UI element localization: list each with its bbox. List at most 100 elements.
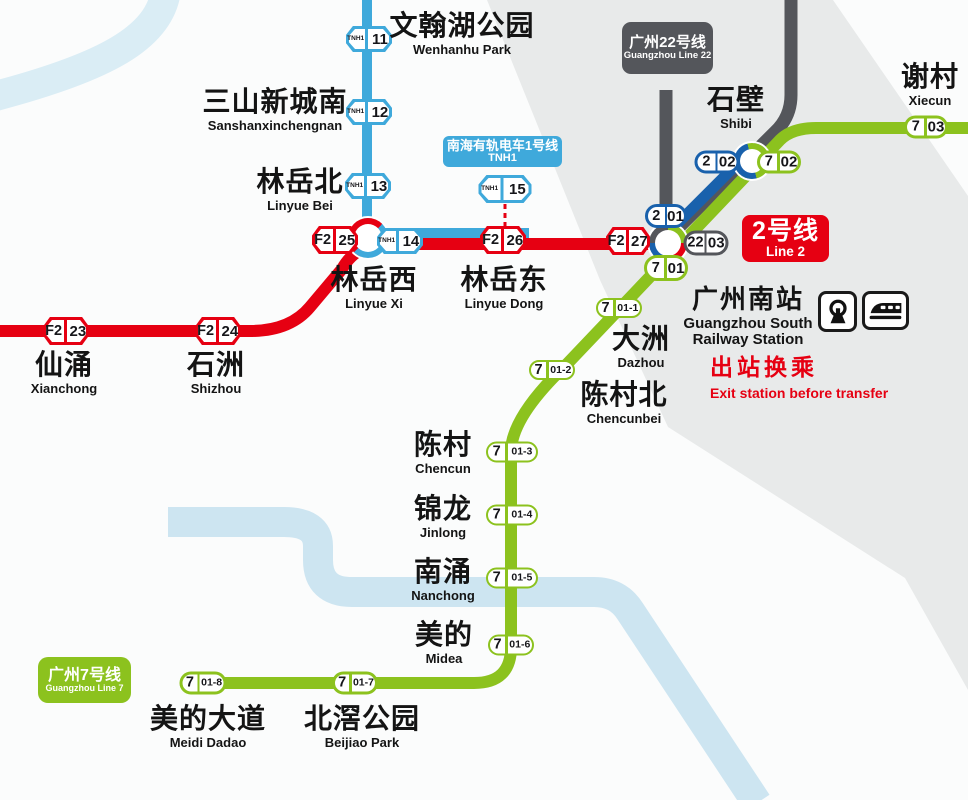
station-badge-7-03: 7 03 [904, 115, 948, 139]
badge-divider [704, 233, 707, 253]
district-area [487, 0, 968, 690]
line2-banner-en: Line 2 [765, 243, 805, 259]
tram-line1-banner: 南海有轨电车1号线 TNH1 [443, 136, 562, 167]
line-river-south [168, 507, 770, 800]
badge-station-number: 01 [667, 259, 685, 277]
tram-banner-cn: 南海有轨电车1号线 [446, 137, 559, 153]
line7-banner-cn: 广州7号线 [48, 666, 121, 684]
badge-line-code: F2 [197, 322, 215, 339]
station-name-cn: 北滘公园 [303, 703, 421, 734]
line22-banner-en: Guangzhou Line 22 [623, 49, 712, 61]
station-name-cn: 锦龙 [413, 493, 473, 524]
badge-divider [664, 258, 667, 278]
badge-divider [365, 26, 368, 52]
badge-divider [505, 443, 508, 461]
station-name-en: Wenhanhu Park [412, 41, 512, 57]
station-name-en: Dazhou [617, 354, 665, 370]
badge-line-code: 2 [702, 153, 711, 170]
station-name-cn: 陈村北 [580, 379, 668, 410]
station-name-en: Beijiao Park [324, 734, 400, 750]
badge-line-code: 7 [764, 153, 773, 170]
station-badge-F2-26: F2 26 [480, 226, 526, 254]
station-name-cn: 仙涌 [34, 349, 94, 380]
badge-divider [626, 227, 629, 255]
badge-station-number: 03 [927, 118, 945, 136]
transfer-note-cn: 出站换乘 [710, 354, 818, 380]
line-line22-curve [663, 0, 798, 243]
badge-line-code: 2 [652, 207, 661, 224]
high-speed-train-icon [862, 291, 909, 330]
station-name-en: Shibi [720, 115, 752, 131]
badge-line-code: 7 [338, 674, 347, 691]
badge-divider [546, 362, 549, 378]
badge-divider [505, 569, 508, 587]
badge-station-number: 01-8 [201, 676, 223, 689]
badge-divider [664, 207, 668, 225]
station-name-cn: 美的大道 [149, 703, 267, 734]
badge-station-number: 13 [370, 177, 388, 195]
badge-divider [924, 118, 927, 136]
station-name-cn: 陈村 [413, 429, 473, 460]
station-name-en: Linyue Bei [267, 197, 333, 213]
badge-line-code: TNH1 [481, 184, 499, 192]
gzsouth-label-en1: Guangzhou South [683, 315, 813, 332]
gzsouth-label-en2: Railway Station [692, 331, 804, 348]
badge-divider [715, 153, 718, 171]
badge-station-number: 01-1 [617, 301, 639, 314]
line7-line-banner: 广州7号线 Guangzhou Line 7 [38, 657, 131, 703]
badge-station-number: 02 [718, 153, 736, 171]
station-name-en: Xianchong [30, 380, 98, 396]
badge-divider [364, 173, 367, 199]
badge-divider [501, 226, 504, 254]
station-badge-TNH1-13: TNH1 13 [345, 173, 391, 199]
badge-line-code: TNH1 [346, 181, 364, 189]
gzsouth-label-cn: 广州南站 [691, 284, 805, 314]
badge-divider [777, 153, 780, 171]
badge-station-number: 01 [667, 207, 684, 225]
badge-divider [333, 226, 336, 254]
badge-station-number: 25 [338, 231, 356, 249]
station-name-en: Nanchong [411, 587, 475, 603]
badge-line-code: 7 [492, 443, 501, 460]
badge-line-code: TNH1 [347, 34, 365, 42]
station-badge-2-02: 2 02 [694, 150, 740, 174]
badge-line-code: 7 [534, 361, 543, 378]
badge-station-number: 12 [371, 103, 389, 121]
badge-line-code: 7 [911, 118, 920, 135]
badge-line-code: 22 [687, 234, 704, 251]
guangzhou-south-station-label: 广州南站 Guangzhou South Railway Station [683, 279, 812, 348]
transfer-note-en: Exit station before transfer [710, 385, 889, 401]
tram-banner-en: TNH1 [488, 151, 517, 164]
station-name-cn: 大洲 [611, 323, 671, 354]
station-name-cn: 谢村 [900, 61, 960, 92]
station-name-en: Meidi Dadao [169, 734, 247, 750]
badge-line-code: F2 [607, 232, 625, 249]
badge-station-number: 27 [631, 232, 648, 250]
line22-banner-cn: 广州22号线 [629, 33, 706, 51]
badge-station-number: 11 [371, 30, 388, 48]
station-name-en: Linyue Dong [464, 295, 544, 311]
badge-station-number: 26 [506, 231, 524, 249]
line-river-north [0, 0, 180, 111]
station-name-en: Midea [425, 650, 463, 666]
badge-divider [365, 99, 368, 125]
badge-line-code: F2 [482, 231, 500, 248]
line22-line-banner: 广州22号线 Guangzhou Line 22 [622, 22, 713, 74]
